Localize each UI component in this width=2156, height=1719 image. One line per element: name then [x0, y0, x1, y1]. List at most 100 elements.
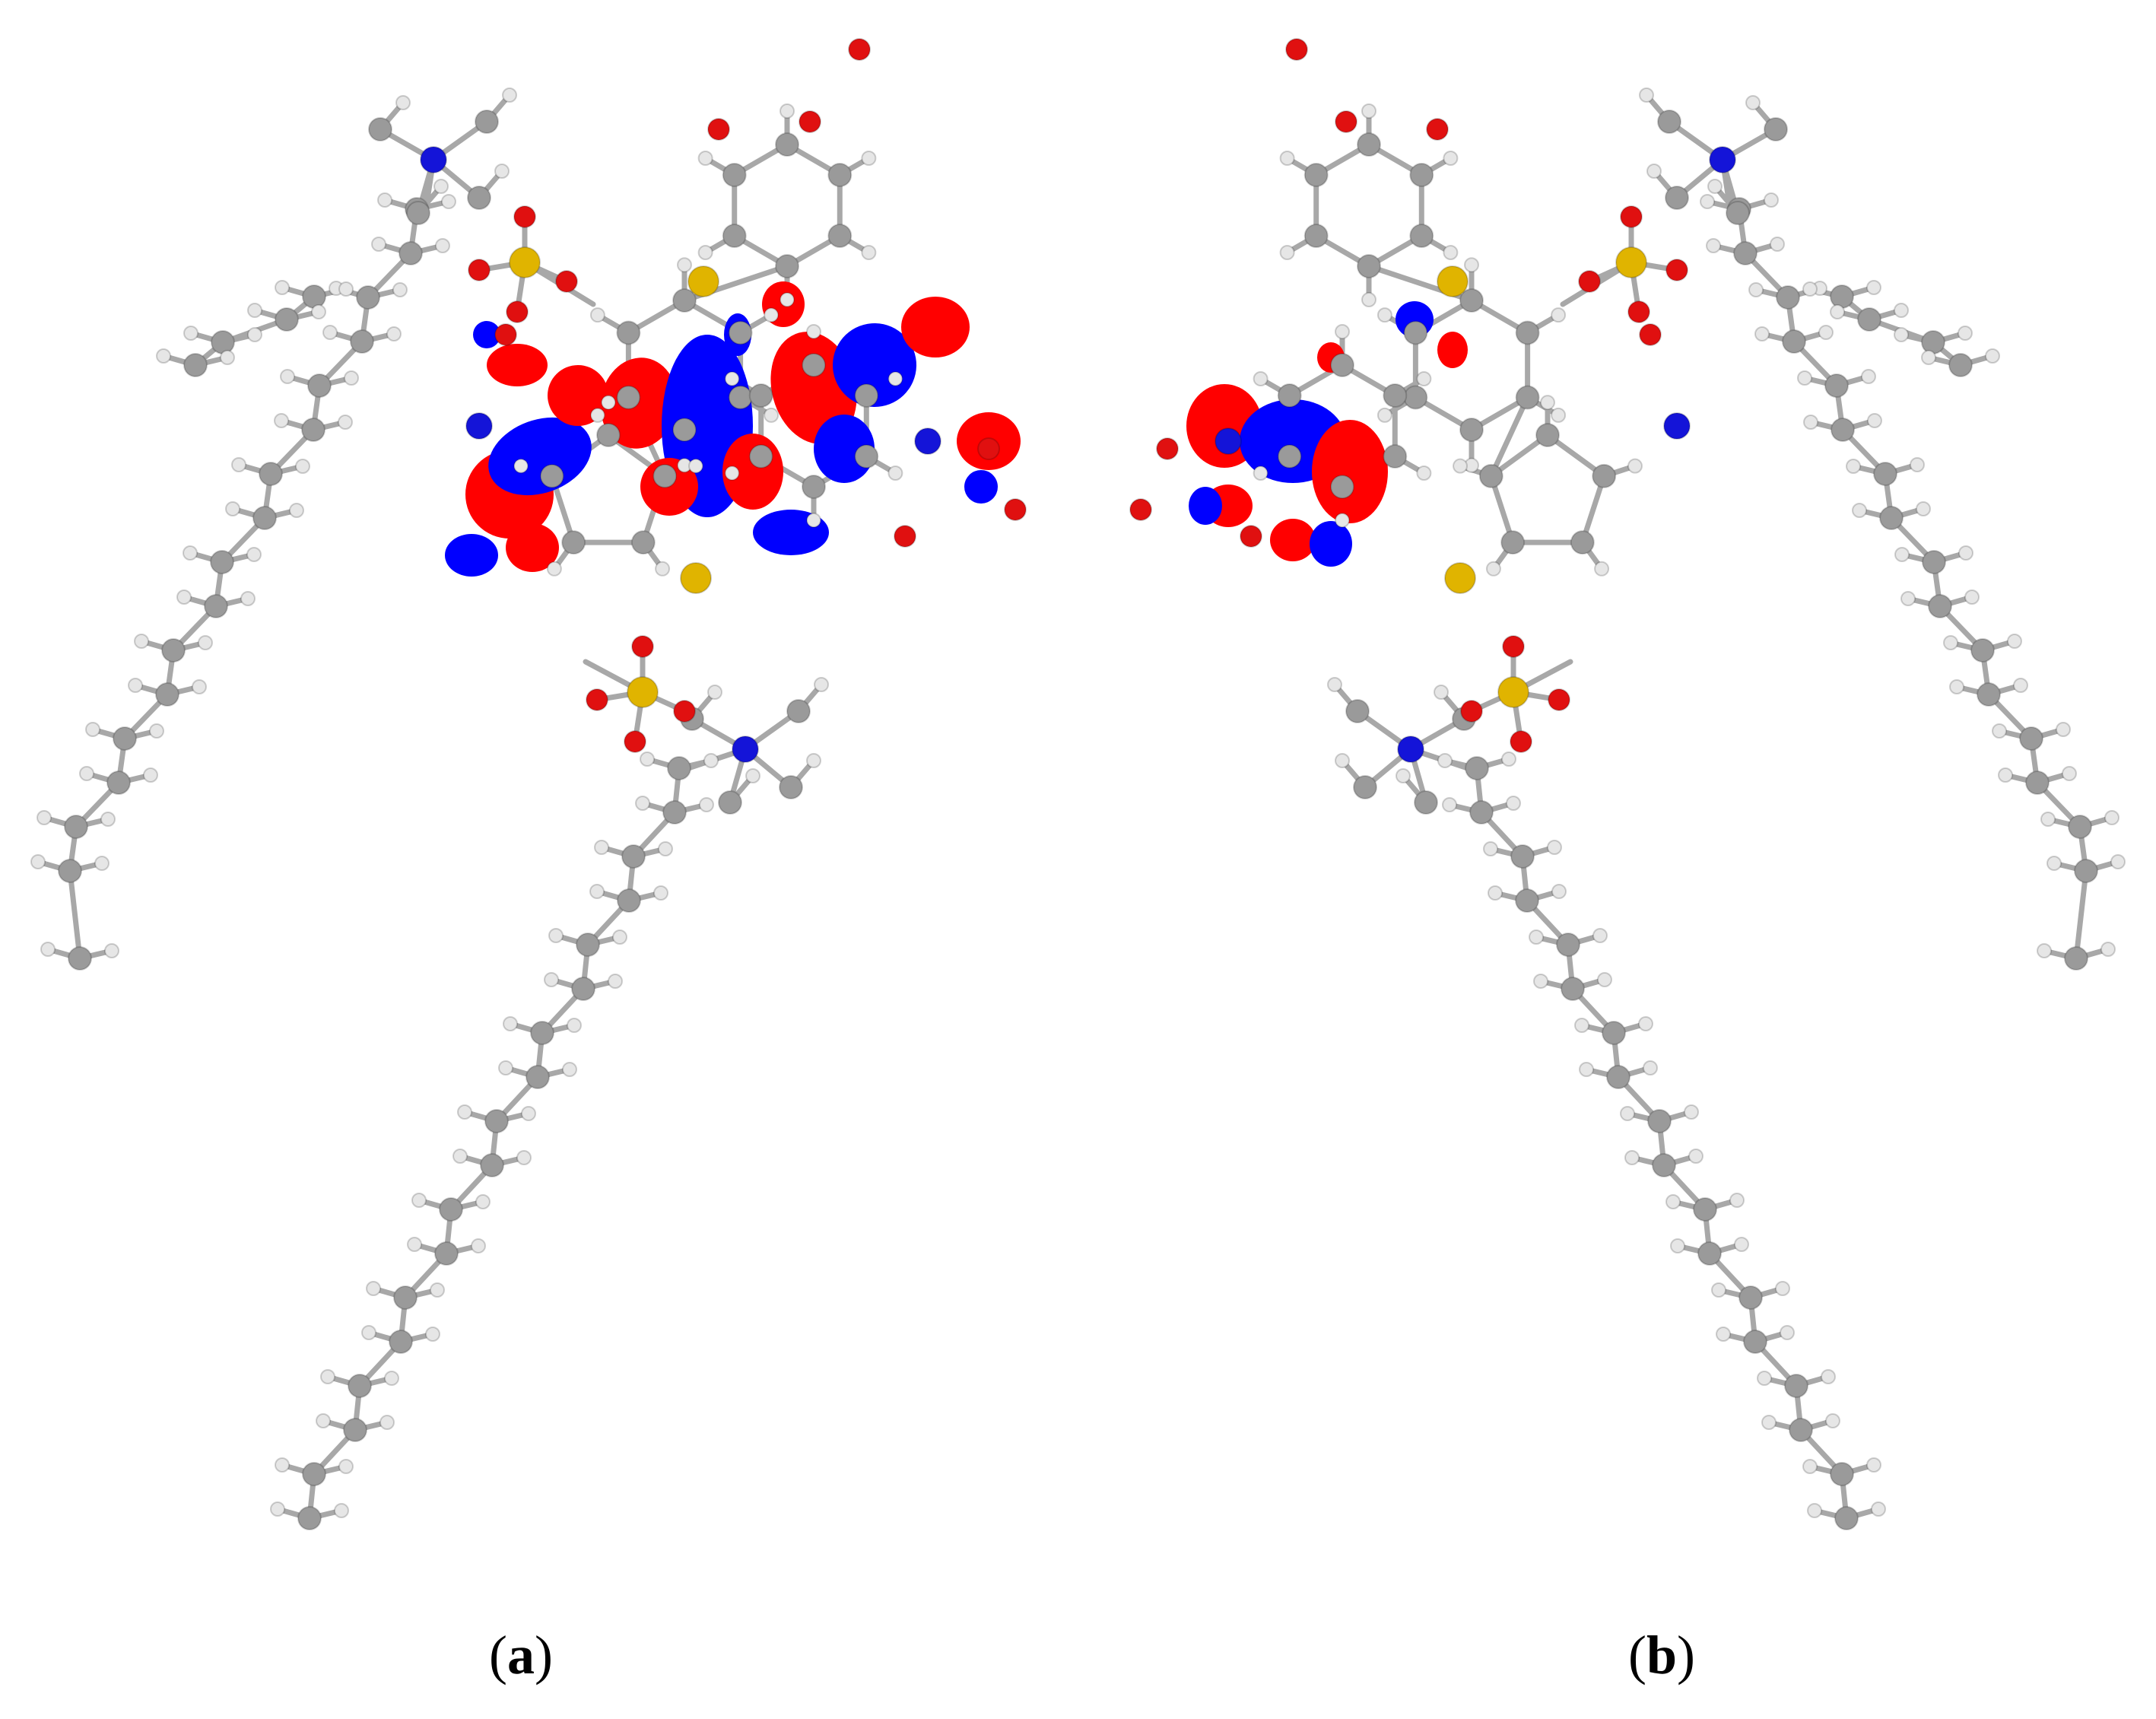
- hydrogen-atom: [270, 1501, 285, 1517]
- carbon-atom: [1665, 186, 1689, 210]
- oxygen-atom: [673, 700, 696, 723]
- carbon-atom: [1857, 307, 1881, 332]
- carbon-atom: [748, 444, 773, 469]
- hydrogen-atom: [1624, 1150, 1640, 1165]
- carbon-atom: [561, 530, 586, 555]
- hydrogen-atom: [1734, 1237, 1749, 1252]
- hydrogen-atom: [1335, 753, 1350, 768]
- hydrogen-atom: [1688, 1149, 1704, 1164]
- oxygen-atom: [513, 205, 536, 228]
- oxygen-atom: [1156, 437, 1179, 460]
- carbon-atom: [1977, 682, 2001, 707]
- hydrogen-atom: [320, 1369, 335, 1384]
- hydrogen-atom: [1707, 179, 1723, 194]
- oxygen-atom: [848, 38, 871, 61]
- carbon-atom: [1764, 117, 1788, 141]
- hydrogen-atom: [544, 972, 559, 987]
- hydrogen-atom: [1871, 1501, 1886, 1517]
- hydrogen-atom: [2110, 854, 2126, 869]
- carbon-atom: [1570, 530, 1595, 555]
- hydrogen-atom: [814, 677, 829, 692]
- hydrogen-atom: [143, 767, 158, 783]
- carbon-atom: [1948, 353, 1973, 377]
- positive-lobe: [506, 523, 559, 572]
- hydrogen-atom: [1802, 1459, 1818, 1474]
- carbon-atom: [1830, 1462, 1854, 1486]
- carbon-atom: [539, 463, 564, 488]
- hydrogen-atom: [1958, 326, 1973, 341]
- carbon-atom: [1277, 383, 1302, 408]
- hydrogen-atom: [1361, 292, 1376, 307]
- carbon-atom: [393, 1285, 418, 1310]
- hydrogen-atom: [1638, 1016, 1653, 1031]
- nitrogen-atom: [1397, 736, 1424, 763]
- carbon-atom: [1353, 775, 1377, 799]
- hydrogen-atom: [861, 151, 877, 166]
- hydrogen-atom: [503, 1016, 518, 1031]
- carbon-atom: [1330, 353, 1354, 377]
- carbon-atom: [58, 859, 82, 883]
- hydrogen-atom: [608, 974, 623, 989]
- carbon-atom: [1831, 418, 1855, 442]
- positive-lobe: [1312, 420, 1388, 523]
- hydrogen-atom: [1551, 307, 1567, 323]
- hydrogen-atom: [1594, 561, 1610, 577]
- carbon-atom: [1469, 800, 1494, 825]
- carbon-atom: [302, 284, 326, 309]
- hydrogen-atom: [1551, 407, 1567, 423]
- hydrogen-atom: [289, 503, 304, 518]
- carbon-atom: [1652, 1153, 1676, 1177]
- hydrogen-atom: [1916, 501, 1931, 516]
- oxygen-atom: [894, 525, 916, 548]
- hydrogen-atom: [37, 810, 52, 825]
- hydrogen-atom: [1434, 685, 1449, 700]
- sulfur-atom: [687, 265, 719, 297]
- carbon-atom: [728, 320, 753, 345]
- hydrogen-atom: [745, 768, 760, 783]
- carbon-atom: [802, 475, 826, 499]
- carbon-atom: [630, 530, 656, 555]
- hydrogen-atom: [1279, 245, 1295, 260]
- bond: [1580, 473, 1607, 545]
- carbon-atom: [155, 682, 179, 707]
- hydrogen-atom: [1748, 282, 1764, 297]
- carbon-atom: [2019, 726, 2043, 751]
- carbon-atom: [302, 1462, 326, 1486]
- hydrogen-atom: [457, 1104, 472, 1120]
- hydrogen-atom: [433, 179, 449, 194]
- hydrogen-atom: [85, 722, 100, 737]
- hydrogen-atom: [546, 561, 562, 577]
- oxygen-atom: [1426, 118, 1449, 141]
- hydrogen-atom: [1485, 561, 1501, 577]
- hydrogen-atom: [379, 1415, 395, 1430]
- carbon-atom: [1834, 1506, 1859, 1530]
- panel-b-bonds: [1258, 92, 2121, 1521]
- carbon-atom: [854, 383, 879, 408]
- carbon-atom: [350, 329, 374, 354]
- hydrogen-atom: [2100, 942, 2116, 957]
- hydrogen-atom: [2062, 766, 2077, 781]
- hydrogen-atom: [724, 371, 740, 386]
- carbon-atom: [1414, 790, 1438, 815]
- carbon-atom: [1510, 844, 1535, 869]
- carbon-atom: [616, 385, 641, 410]
- oxygen-atom: [977, 437, 1000, 460]
- carbon-atom: [1500, 530, 1526, 555]
- carbon-atom: [389, 1330, 413, 1354]
- hydrogen-atom: [1958, 545, 1973, 561]
- carbon-atom: [1277, 444, 1302, 469]
- hydrogen-atom: [2037, 943, 2052, 958]
- oxygen-atom: [799, 110, 821, 133]
- carbon-atom: [722, 224, 747, 248]
- hydrogen-atom: [887, 465, 903, 481]
- hydrogen-atom: [1729, 1193, 1745, 1208]
- carbon-atom: [1693, 1197, 1717, 1222]
- oxygen-atom: [1627, 300, 1650, 323]
- hydrogen-atom: [94, 856, 110, 871]
- hydrogen-atom: [1706, 238, 1721, 253]
- nitrogen-atom: [914, 427, 941, 455]
- hydrogen-atom: [1761, 1415, 1777, 1430]
- carbon-atom: [467, 186, 491, 210]
- carbon-atom: [571, 977, 595, 1001]
- hydrogen-atom: [30, 854, 46, 869]
